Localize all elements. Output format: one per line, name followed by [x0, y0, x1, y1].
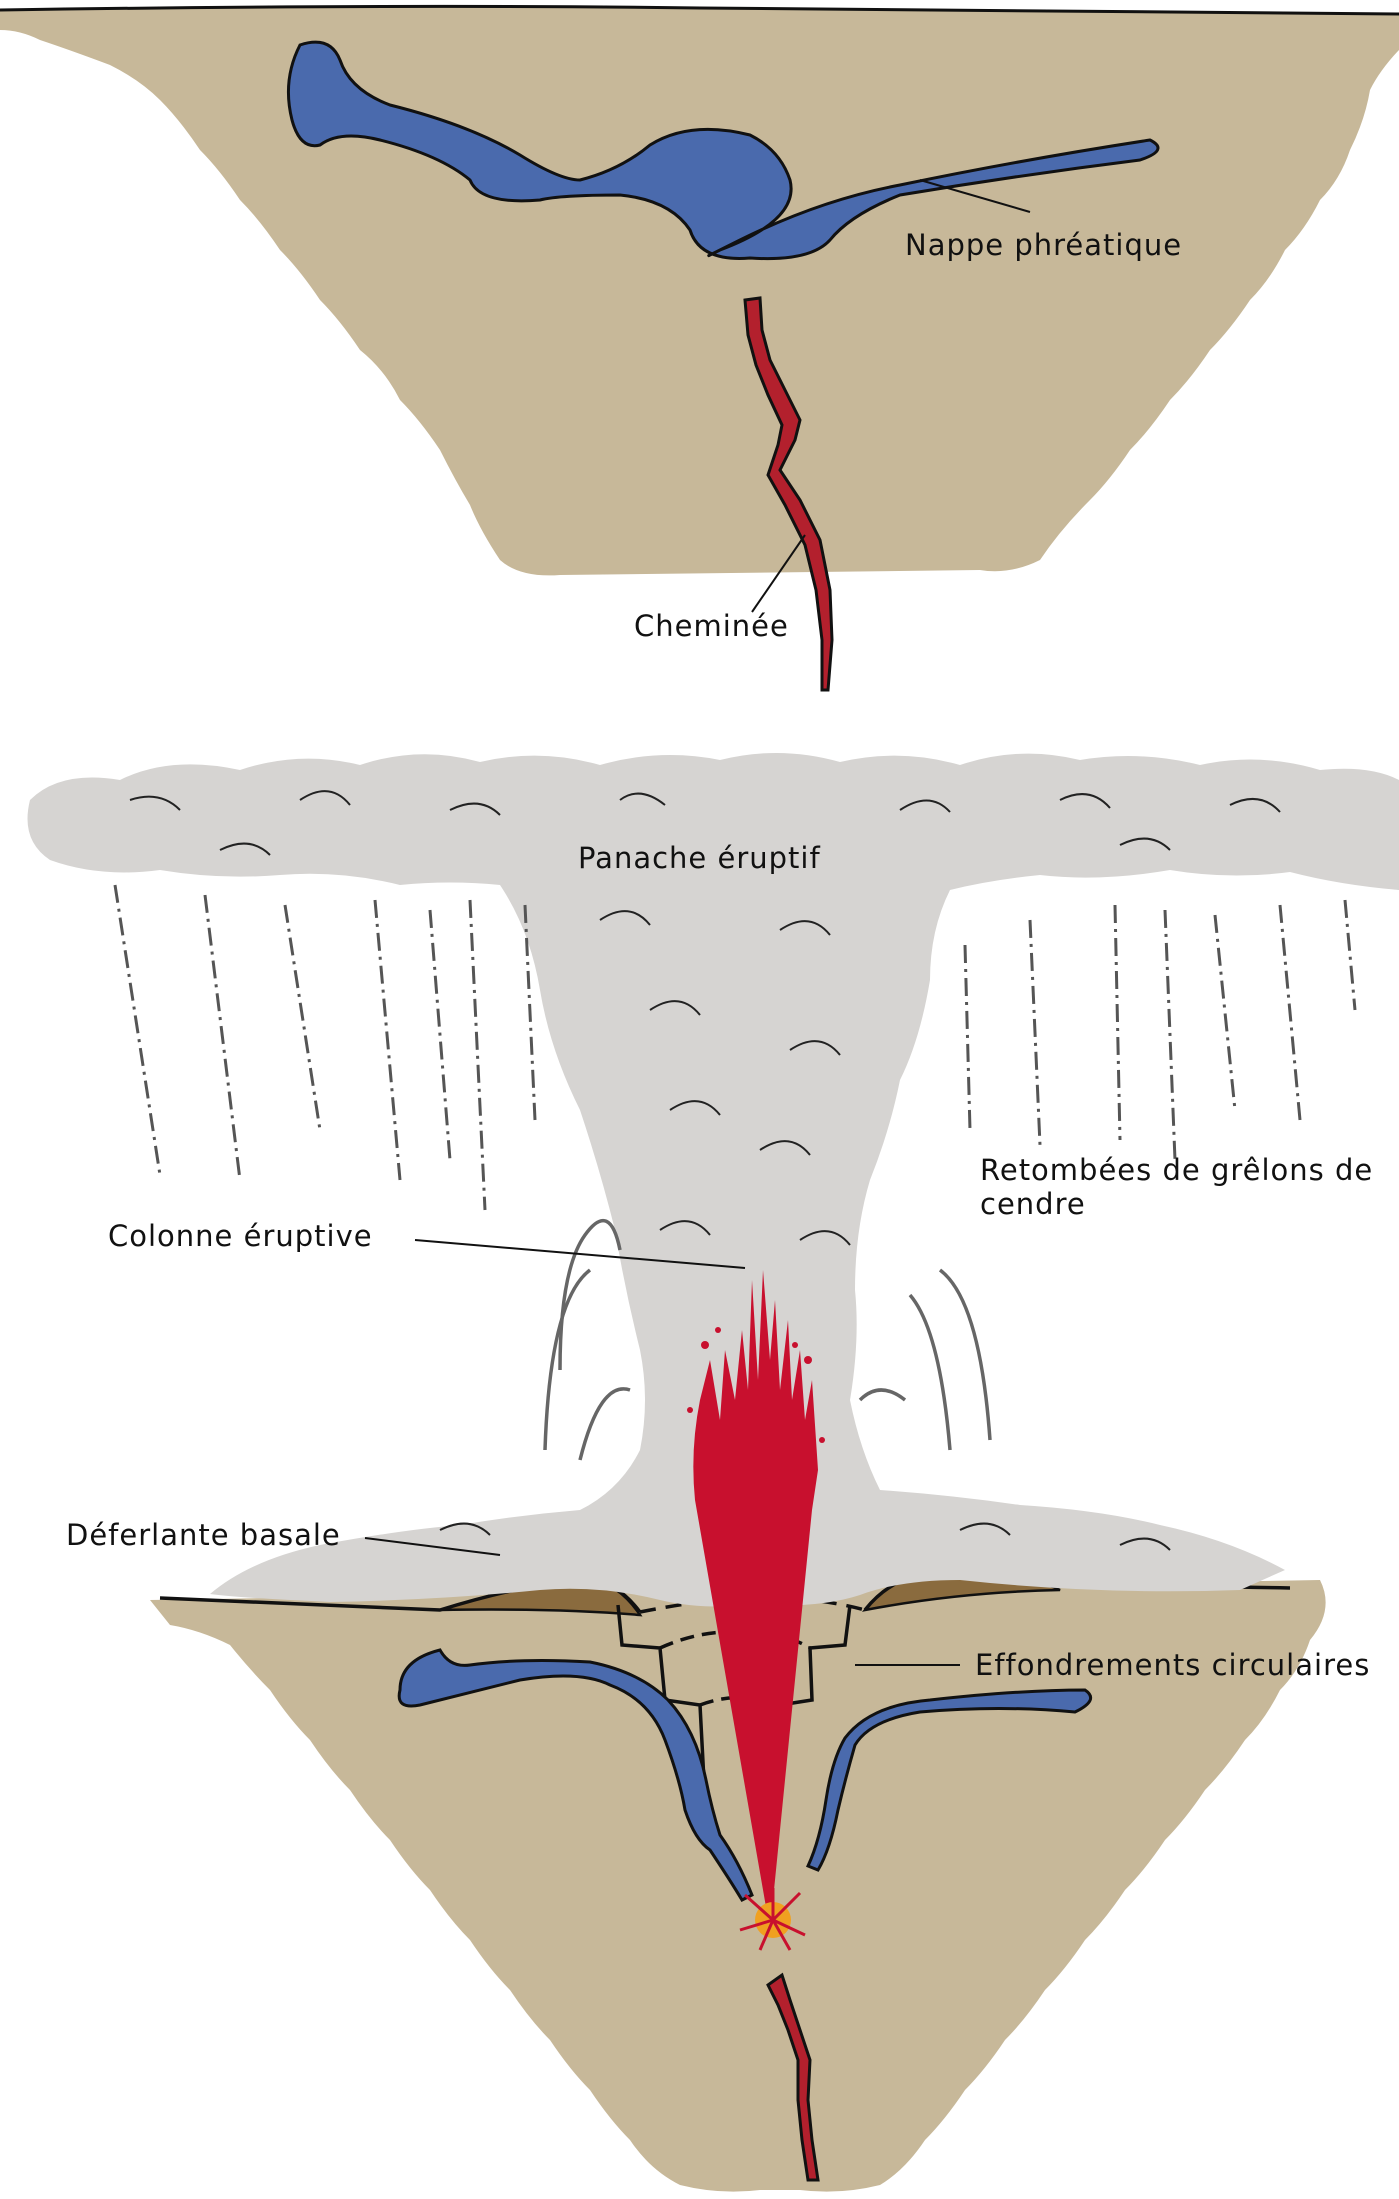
bottom-panel: Panache éruptif Retombées de grêlons de … — [28, 753, 1399, 2192]
ground-cross-section-top — [0, 6, 1399, 575]
label-retombees-line1: Retombées de grêlons de — [980, 1153, 1373, 1187]
label-deferlante-basale: Déferlante basale — [66, 1518, 341, 1552]
label-retombees-line2: cendre — [980, 1187, 1086, 1221]
label-panache-eruptif: Panache éruptif — [578, 841, 821, 875]
label-nappe-phreatique: Nappe phréatique — [905, 228, 1182, 262]
label-colonne-eruptive: Colonne éruptive — [108, 1219, 373, 1253]
label-effondrements-circulaires: Effondrements circulaires — [975, 1648, 1370, 1682]
label-cheminee: Cheminée — [634, 609, 789, 643]
top-panel: Nappe phréatique Cheminée — [0, 6, 1399, 690]
